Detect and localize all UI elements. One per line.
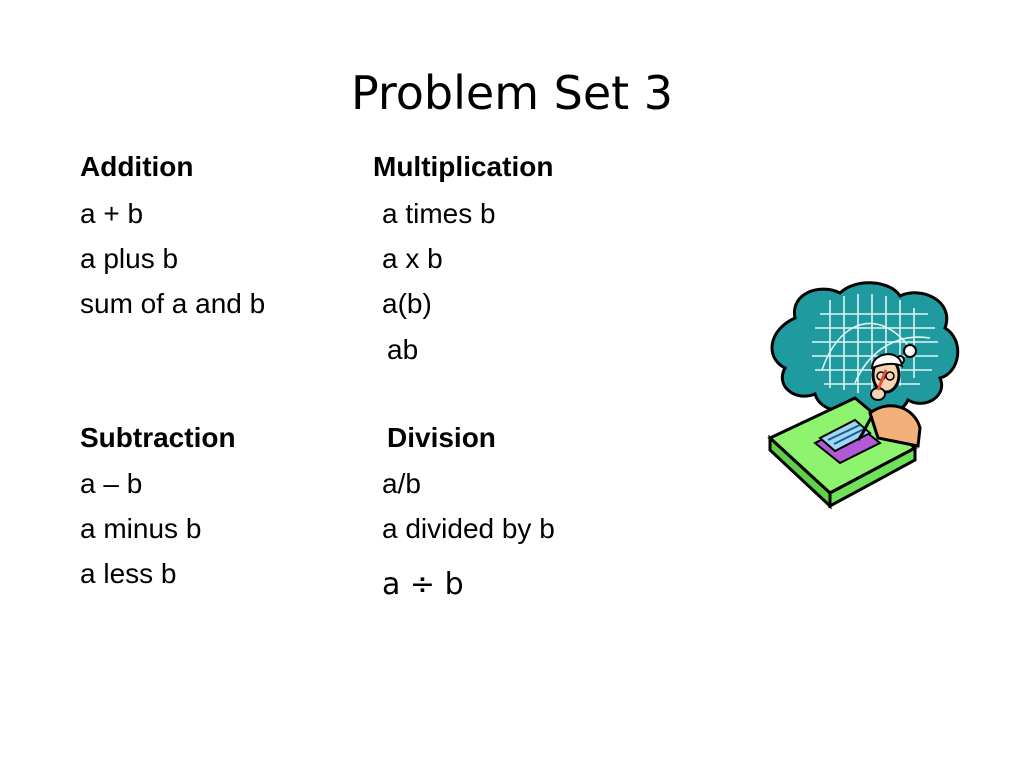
multiplication-item: a x b [382,243,443,274]
multiplication-item: a times b [382,198,496,229]
multiplication-item: ab [387,334,419,365]
subtraction-heading: Subtraction [80,422,236,453]
division-item: a/b [382,468,421,499]
addition-heading: Addition [80,151,194,182]
thinking-student-clipart [767,281,960,510]
addition-item: a plus b [80,243,179,274]
subtraction-item: a minus b [80,513,202,544]
multiplication-item: a(b) [382,288,432,319]
student-icon [856,353,922,448]
subtraction-item: a – b [80,468,143,499]
addition-item: a + b [80,198,144,229]
division-item: a ÷ b [382,567,464,602]
multiplication-heading: Multiplication [373,151,554,182]
subtraction-item: a less b [80,558,177,589]
slide-title: Problem Set 3 [350,66,674,120]
division-heading: Division [387,422,496,453]
thought-cloud-icon [770,281,960,416]
division-item: a divided by b [382,513,555,544]
addition-item: sum of a and b [80,288,266,319]
